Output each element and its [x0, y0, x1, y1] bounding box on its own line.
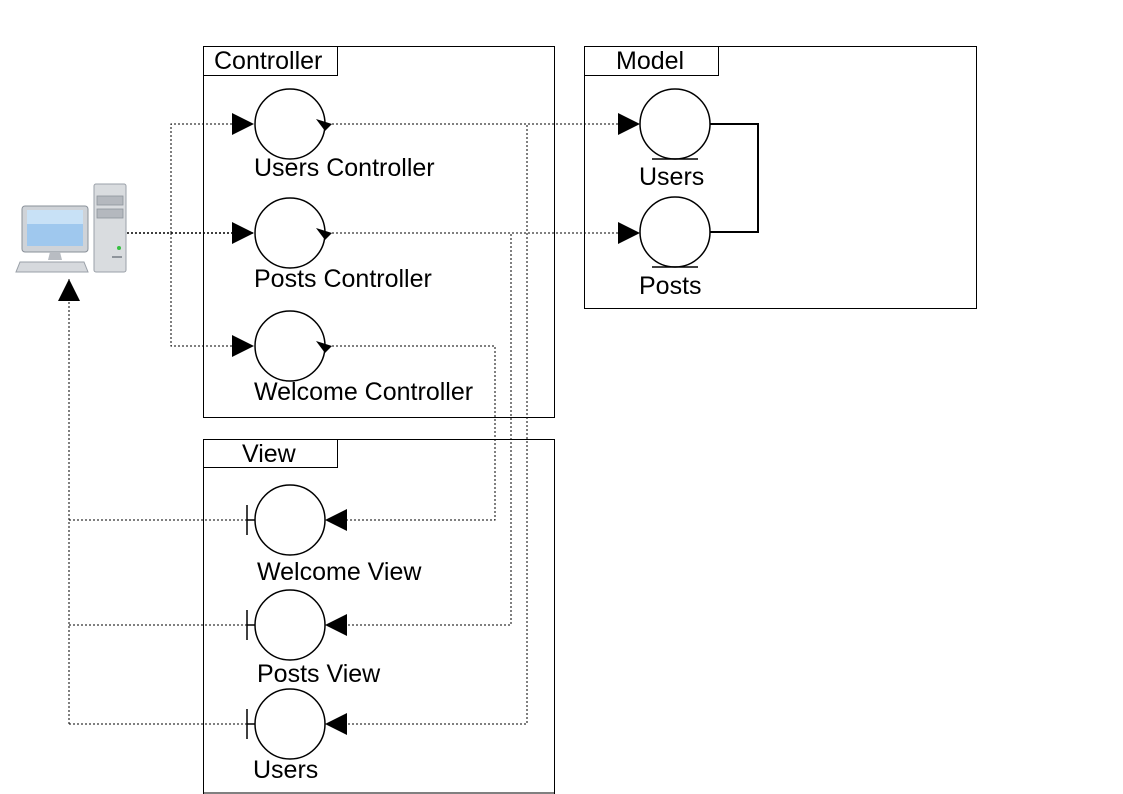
model-package-title: Model — [616, 47, 684, 75]
desktop-computer-icon — [15, 183, 127, 273]
users-view-node: Users — [246, 688, 326, 784]
entity-association — [710, 123, 759, 233]
posts-entity-label: Posts — [639, 272, 702, 300]
users-entity-node: Users — [639, 88, 711, 191]
control-arrowhead — [316, 228, 332, 240]
posts-view-node: Posts View — [246, 589, 381, 688]
welcome-controller-node: Welcome Controller — [254, 310, 473, 406]
controller-package-title: Controller — [214, 47, 322, 75]
posts-controller-node: Posts Controller — [254, 197, 432, 293]
welcome-view-node: Welcome View — [246, 484, 422, 586]
users-controller-to-users-view — [325, 123, 528, 735]
controller-package: Controller — [203, 46, 555, 418]
posts-entity-node: Posts — [639, 196, 711, 300]
control-arrowhead — [316, 341, 332, 353]
posts-controller-to-posts-view — [325, 232, 512, 636]
welcome-controller-label: Welcome Controller — [254, 378, 473, 406]
posts-view-label: Posts View — [257, 660, 381, 688]
posts-controller-label: Posts Controller — [254, 265, 432, 293]
users-entity-label: Users — [639, 163, 704, 191]
control-arrowhead — [316, 119, 332, 131]
users-view-label: Users — [253, 756, 318, 784]
users-controller-node: Users Controller — [254, 88, 435, 182]
client-to-users-controller — [170, 113, 254, 233]
welcome-controller-to-welcome-view — [325, 345, 496, 531]
view-package-title: View — [242, 440, 297, 468]
model-package: Model — [584, 46, 977, 309]
client-to-welcome-controller — [170, 233, 254, 357]
welcome-view-label: Welcome View — [257, 558, 422, 586]
view-package: View — [203, 439, 555, 794]
users-controller-label: Users Controller — [254, 154, 435, 182]
